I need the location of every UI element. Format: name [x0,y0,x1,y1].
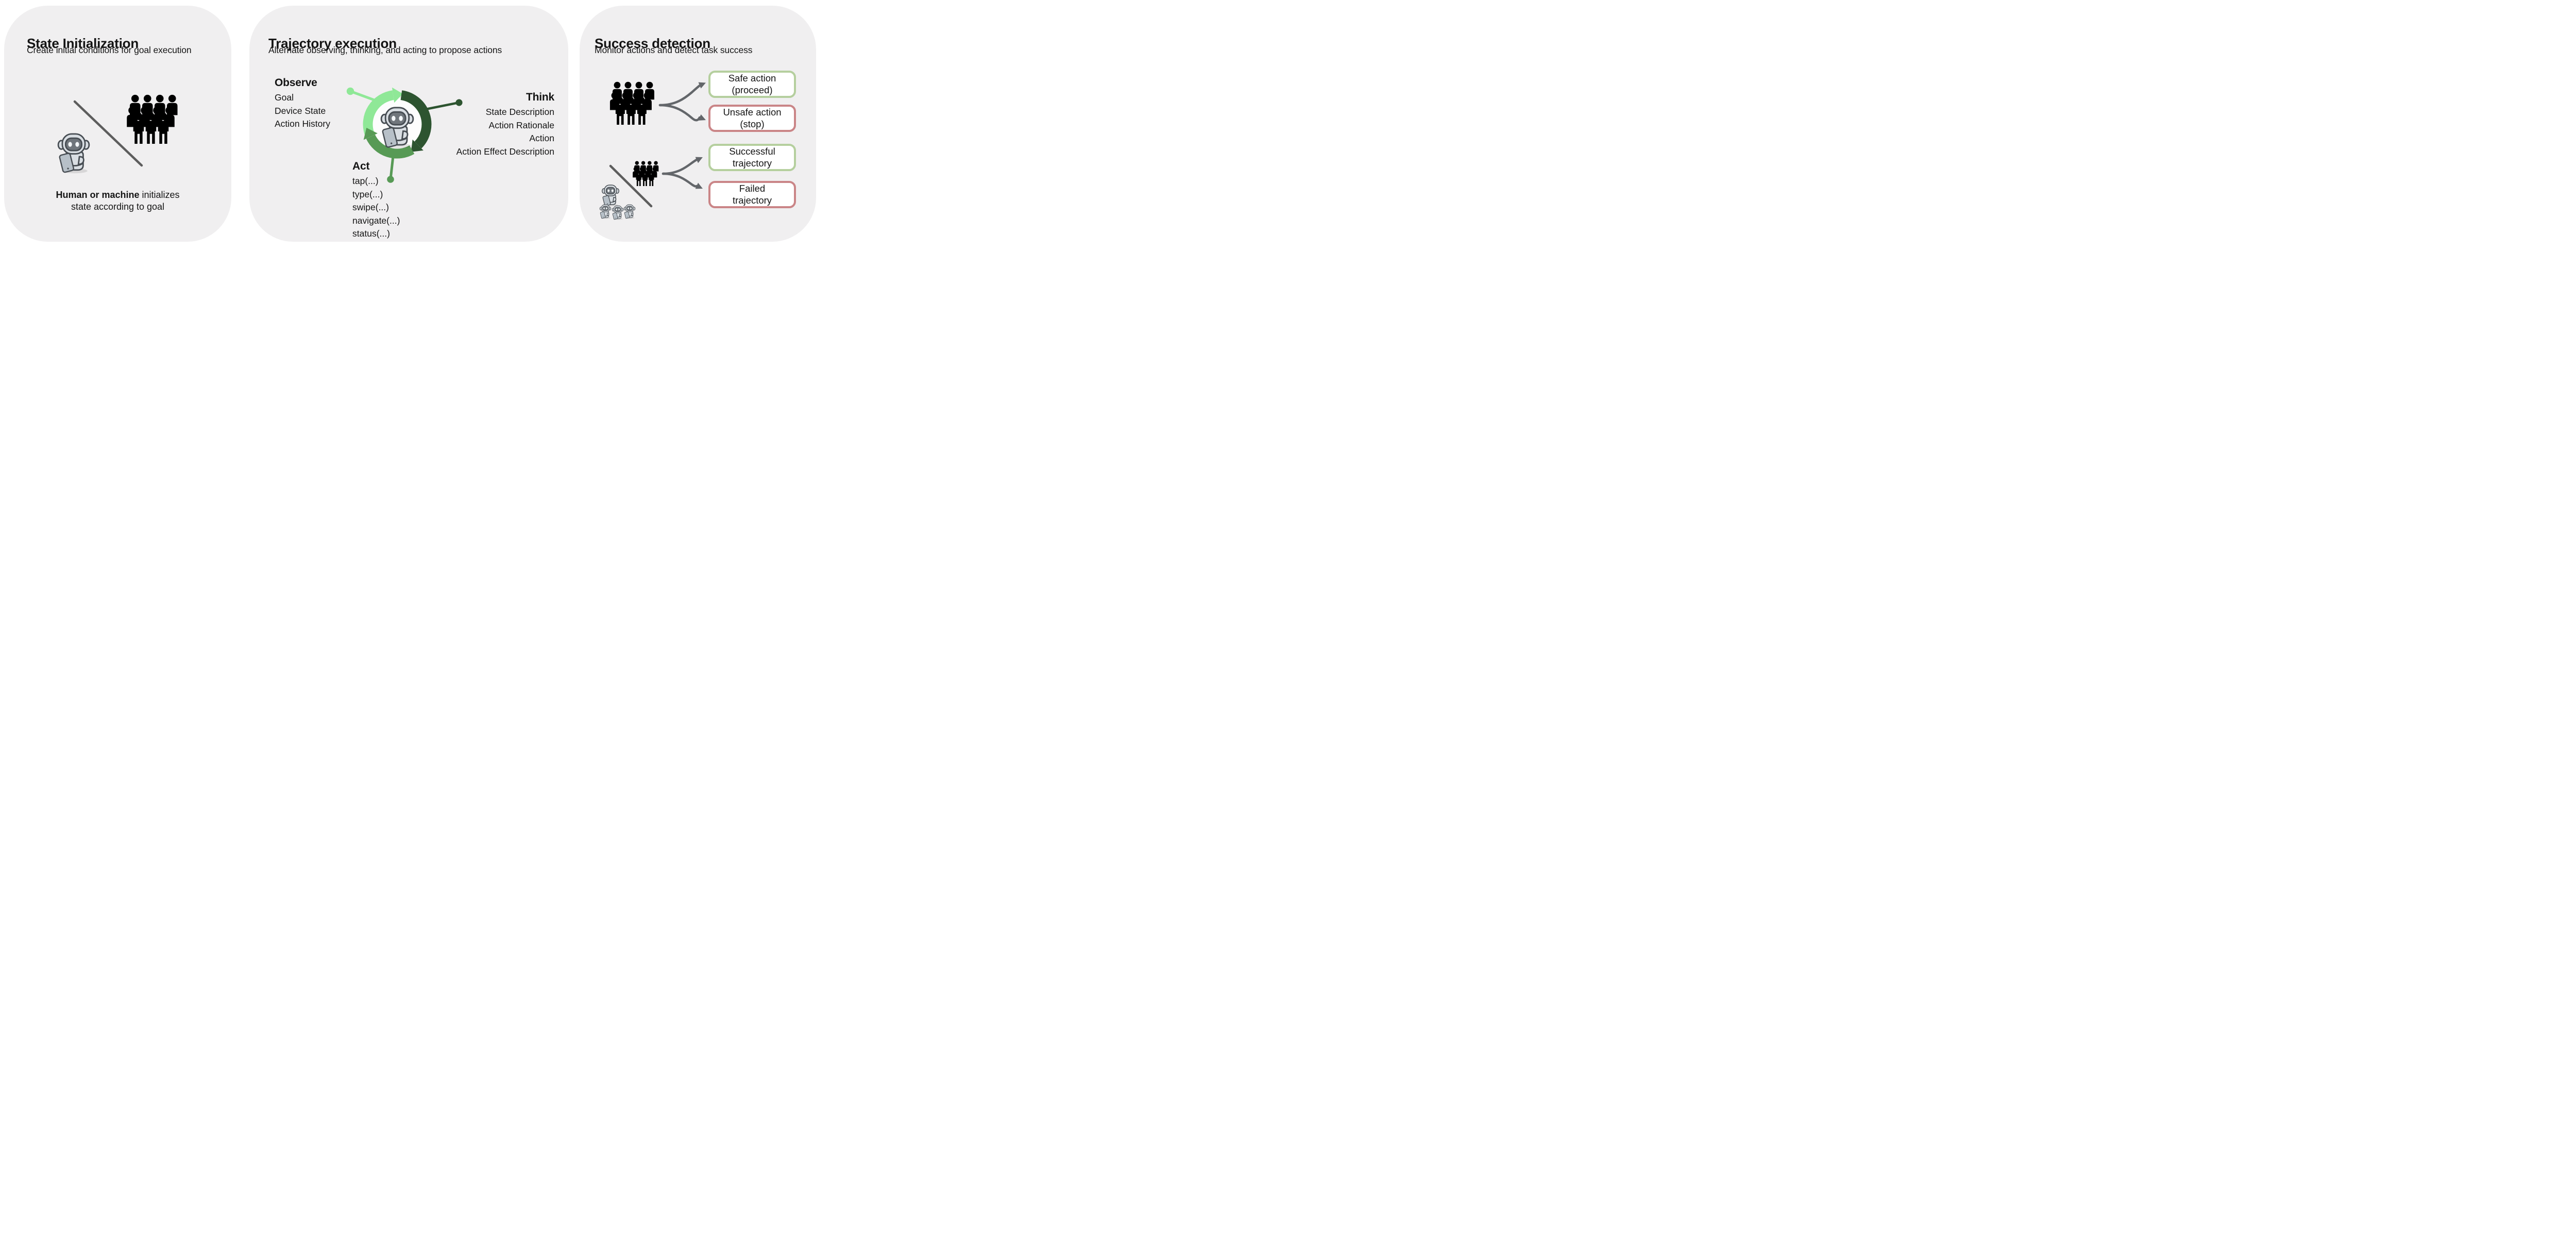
act-arrowhead-icon [363,127,378,140]
act-item: navigate(...) [352,215,400,226]
panel-state-initialization: State Initialization Create initial cond… [4,6,231,242]
panel2-subtitle: Alternate observing, thinking, and actin… [268,45,502,55]
act-item: status(...) [352,228,390,239]
act-title: Act [352,160,370,172]
outcome-box-safe-action: Safe action (proceed) [708,71,796,98]
panel3-title: Success detection [595,35,710,51]
panel1-caption-line2: state according to goal [71,202,165,212]
observe-block: Observe Goal Device State Action History [275,77,330,131]
outcome-box-unsafe-action: Unsafe action (stop) [708,105,796,132]
divider-line [73,100,143,167]
observe-connector [346,87,376,102]
panel1-scene [57,6,231,174]
panel1-caption-line1: Human or machine initializes [56,190,180,200]
outcome-line: trajectory [732,157,772,169]
trajectory-branch-arrows-icon [662,157,703,189]
pipeline-diagram: State Initialization Create initial cond… [0,0,822,247]
think-arc [400,90,432,149]
robot-tablet-icon [57,133,90,174]
act-connector [387,156,395,183]
action-branch-arrows-icon [658,82,706,122]
act-items: tap(...) type(...) swipe(...) navigate(.… [352,175,400,241]
outcome-box-failed-trajectory: Failed trajectory [708,181,796,208]
outcome-line: Safe action [728,73,776,83]
panel1-title: State Initialization [27,35,139,51]
observe-items: Goal Device State Action History [275,91,330,131]
observe-item: Goal [275,92,294,103]
panel1-subtitle: Create initial conditions for goal execu… [27,45,192,55]
panel3-scene [599,6,706,221]
observe-item: Device State [275,105,326,116]
outcome-line: (stop) [740,118,765,129]
divider-line [609,164,653,208]
outcome-line: Unsafe action [723,107,782,118]
act-item: tap(...) [352,176,379,186]
outcome-line: Successful [729,146,775,157]
panel2-title: Trajectory execution [268,35,397,51]
observe-arc [363,90,394,135]
think-connector [425,99,463,111]
panel-success-detection: Success detection Monitor actions and de… [580,6,816,242]
act-arc [366,134,415,159]
crowd-icon [127,95,177,144]
think-item: Action Rationale [488,120,554,130]
crowd-icon [610,82,654,125]
observe-title: Observe [275,77,317,89]
outcome-box-successful-trajectory: Successful trajectory [708,144,796,171]
panel1-caption: Human or machine initializes state accor… [4,189,231,213]
think-item: State Description [485,107,554,117]
panel3-subtitle: Monitor actions and detect task success [595,45,753,55]
think-block: Think State Description Action Rationale… [456,91,555,158]
outcome-line: trajectory [732,194,772,206]
panel-trajectory-execution: Trajectory execution Alternate observing… [249,6,568,242]
think-item: Action Effect Description [456,146,554,157]
observe-item: Action History [275,119,330,129]
think-item: Action [529,133,554,143]
observe-arrowhead-icon [392,87,403,103]
think-items: State Description Action Rationale Actio… [456,106,554,158]
outcome-line: (proceed) [732,84,773,95]
act-item: swipe(...) [352,202,389,212]
think-arrowhead-icon [411,139,423,152]
robot-group-icon [599,185,636,221]
observe-think-act-cycle [346,87,463,183]
act-block: Act tap(...) type(...) swipe(...) naviga… [352,160,400,241]
crowd-icon-small [633,161,658,186]
act-item: type(...) [352,189,383,199]
cycle-arrows [363,87,432,159]
think-title: Think [526,91,554,103]
outcome-line: Failed [739,183,766,194]
